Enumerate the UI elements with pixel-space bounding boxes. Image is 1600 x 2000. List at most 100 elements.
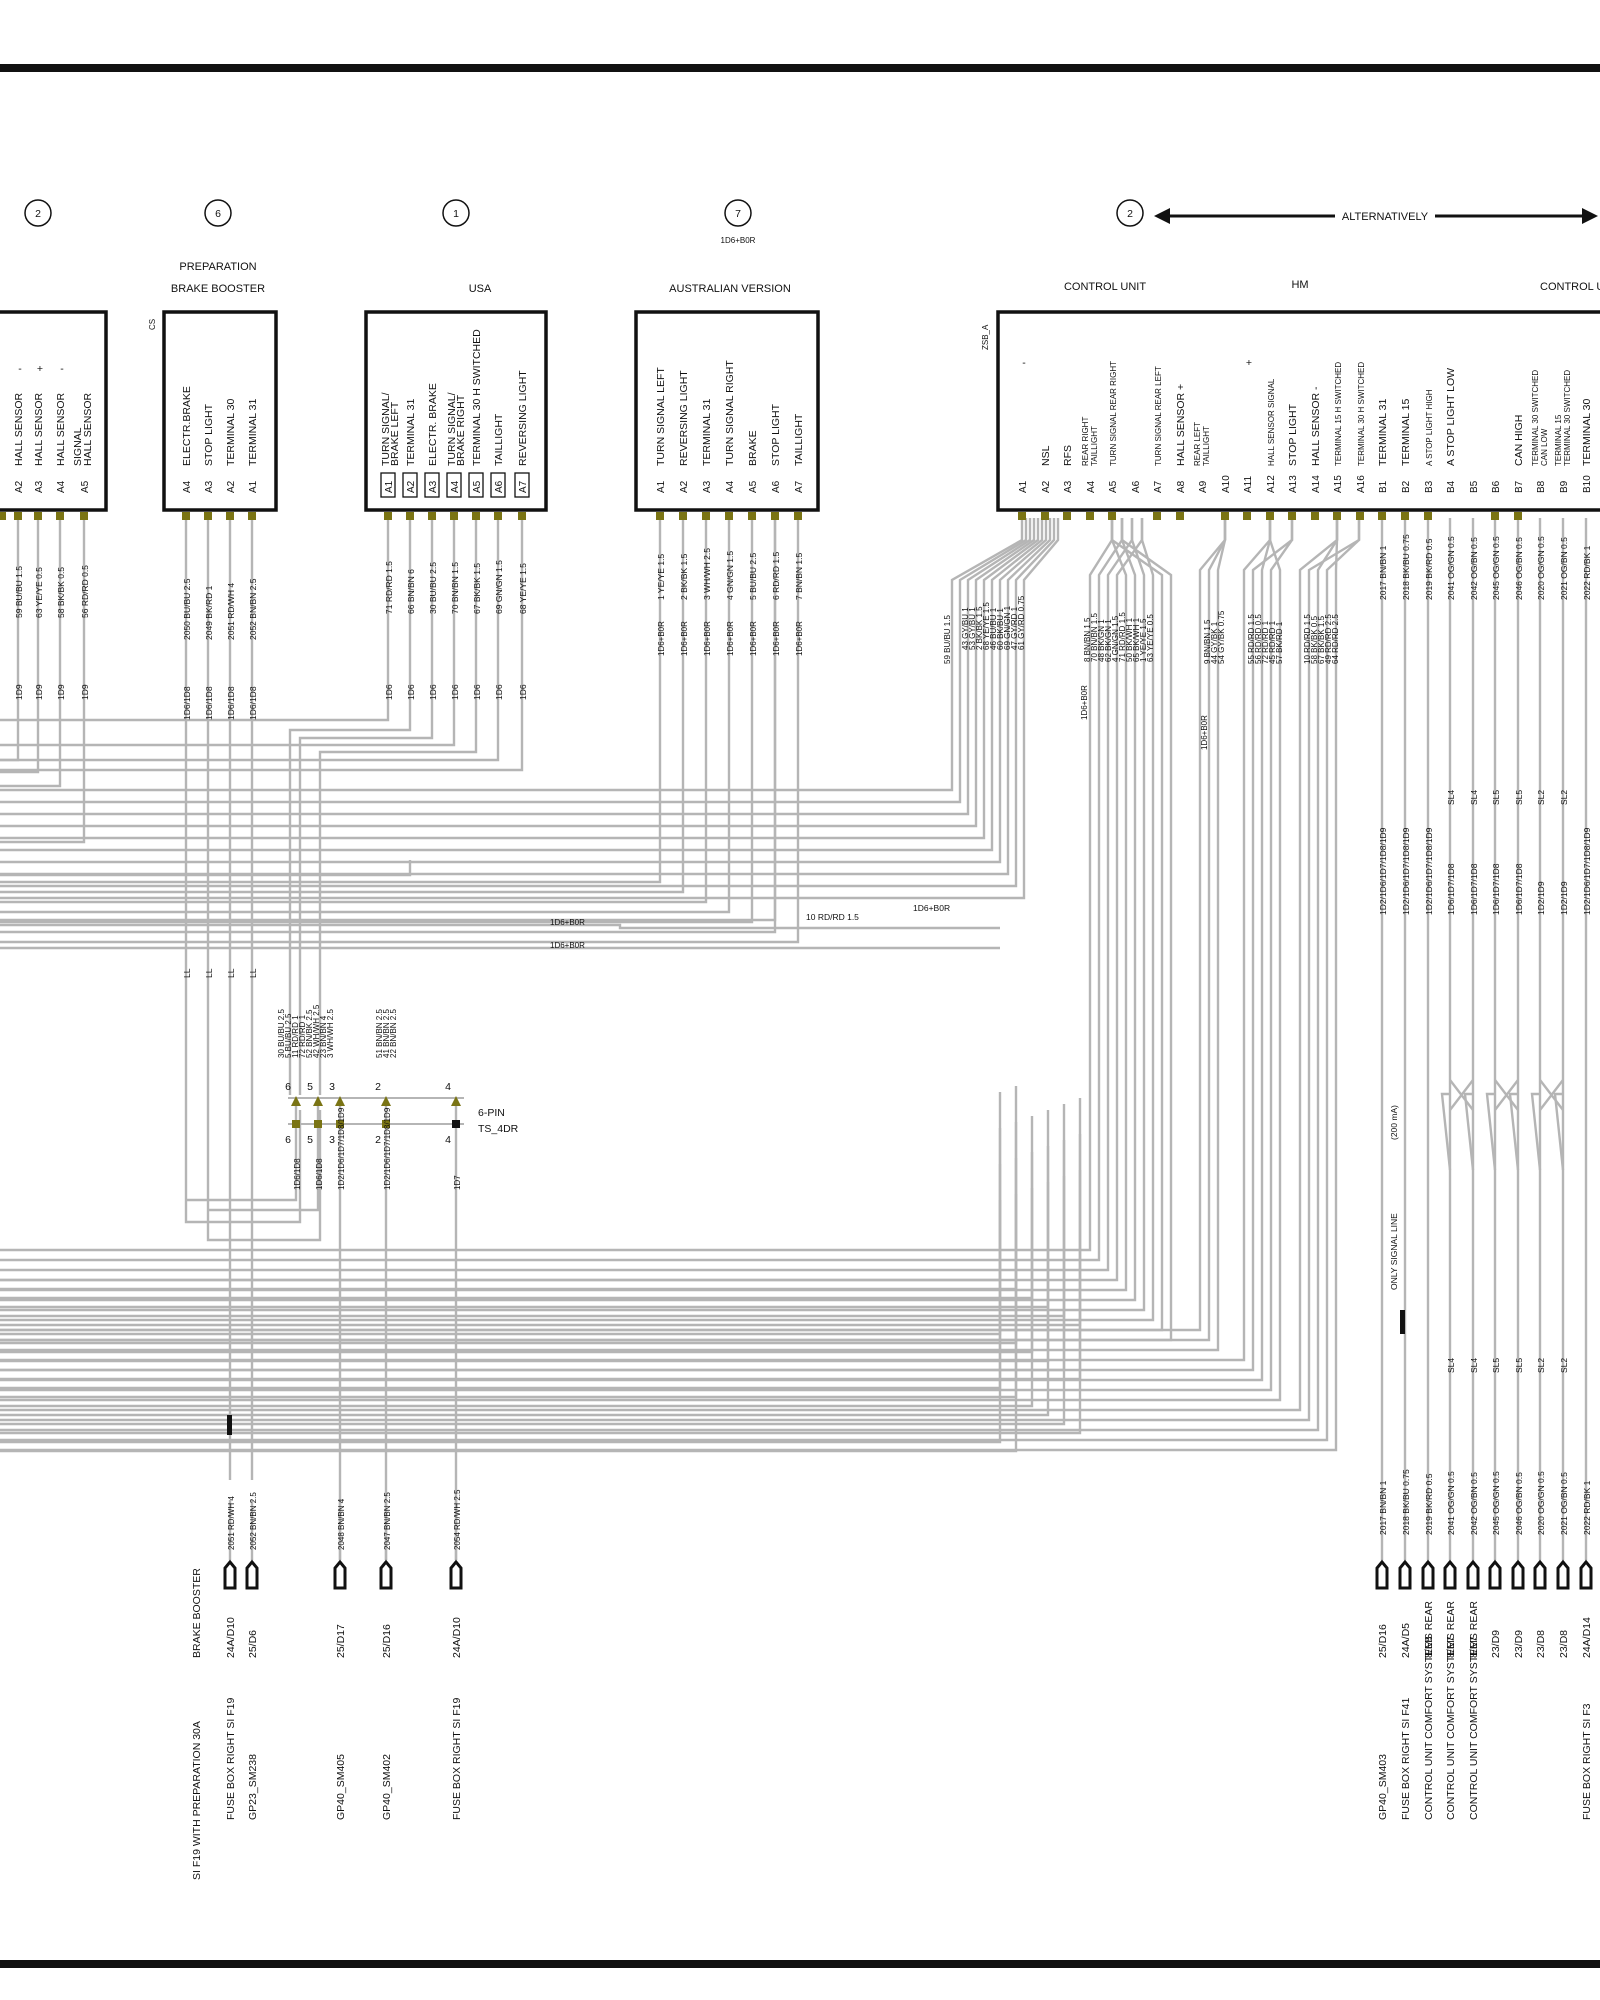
- cu-label: CAN HIGH: [1513, 415, 1525, 466]
- aus-pin-A6: A6: [771, 480, 782, 493]
- cu-pad: [1176, 512, 1184, 520]
- connector-pin-top: [451, 1096, 461, 1106]
- usa-label: TERMINAL 31: [405, 399, 417, 466]
- connector-wire-left: 5 BU/BU 2.5: [284, 1013, 293, 1058]
- sl-lower: SL2: [1559, 1358, 1569, 1373]
- cu-pin-A4: A4: [1086, 480, 1097, 493]
- bottom-right-dest: CONTROL UNIT COMFORT SYSTEMS REAR: [1445, 1601, 1457, 1820]
- usa-pin-A3: A3: [428, 480, 439, 493]
- cu-wire-g1: 43 GY/BU 1: [961, 607, 970, 650]
- wire-bottom-bundle: [0, 1194, 1018, 1291]
- connector-wire-left: 3 WH/WH 2.5: [326, 1009, 335, 1058]
- wire-usa-a7: [0, 518, 524, 772]
- cu-wire-g2: 48 BK/GN 1: [1097, 619, 1106, 662]
- left-wire-label: 56 RD/RD 0.5: [80, 565, 90, 618]
- wire-left-box: [0, 518, 86, 844]
- aus-pin-A2: A2: [679, 480, 690, 493]
- left-pad: [56, 512, 64, 520]
- circle-c-aus: [724, 199, 752, 227]
- brake-wire-code: 1D6/1D8: [226, 686, 236, 720]
- bottom-right-code: 24A/D5: [1400, 1623, 1412, 1658]
- ma-label: (200 mA): [1389, 1105, 1399, 1140]
- bottom-left-terminal: [333, 1559, 347, 1590]
- cu-label: TAILLIGHT: [1202, 426, 1211, 466]
- alternatively-arrow-left: [1154, 208, 1170, 224]
- connector-bot-code: 1D6/1D8: [293, 1158, 302, 1190]
- twist: [1494, 1079, 1519, 1111]
- sl-upper: SL4: [1446, 790, 1456, 805]
- b-wire-top: 2045 OG/GN 0.5: [1491, 536, 1501, 600]
- bottom-left-code: 25/D17: [335, 1624, 347, 1658]
- brake-label: TERMINAL 31: [247, 399, 259, 466]
- usa-pin-frame: [380, 472, 396, 498]
- aus-circle-sub: 1D6+B0R: [721, 236, 756, 245]
- wire-cu-group1: [0, 518, 1052, 876]
- wire-usa-a5: [318, 518, 478, 1095]
- title-brake-booster: BRAKE BOOSTER: [171, 283, 265, 295]
- wire-layer: [0, 518, 1588, 1560]
- title-control-unit: CONTROL UNIT: [1064, 281, 1146, 293]
- brake-wire-code: 1D6/1D8: [182, 686, 192, 720]
- cu-label: HALL SENSOR +: [1175, 384, 1187, 466]
- bottom-left-dest: GP40_SM405: [335, 1754, 347, 1820]
- usa-pad: [494, 512, 502, 520]
- wire-cu-group1: [0, 518, 1024, 792]
- b-wire-code: 1D6/1D7/1D8: [1446, 863, 1456, 915]
- cu-label2: TERMINAL 30 SWITCHED: [1531, 370, 1540, 466]
- usa-pin-frame: [424, 472, 440, 498]
- cu-pin-A15: A15: [1333, 475, 1344, 493]
- usa-wire-code: 1D6: [406, 684, 416, 700]
- side-label-cs: CS: [148, 319, 157, 330]
- cu-pin-A1: A1: [1018, 480, 1029, 493]
- alternatively-arrow-right: [1582, 208, 1598, 224]
- wire-b-cross: [1485, 1092, 1497, 1171]
- wire-cu-group5: [0, 518, 1361, 1442]
- circle-c-brake-num: 6: [215, 208, 221, 220]
- cu-wire-g1: 46 BU/BU 1: [989, 607, 998, 650]
- usa-pin-frame: [490, 472, 506, 498]
- bottom-border-bar: [0, 1960, 1600, 1968]
- circle-c-cu: [1116, 199, 1144, 227]
- cu-wire-g2: 65 BK/WH 1: [1132, 617, 1141, 662]
- wire-cu-group2: [0, 518, 1124, 1262]
- bus1-label: 1D6+B0R: [550, 918, 585, 927]
- aus-wire-label: 5 BU/BU 2.5: [748, 552, 758, 600]
- circle-c-aus-num: 7: [735, 208, 741, 220]
- cu-wire-g1: 2 BK/BK 1.5: [975, 606, 984, 650]
- cu-pin-A8: A8: [1176, 480, 1187, 493]
- connector-wire-left: 42 WH/WH 2.5: [312, 1004, 321, 1058]
- usa-pin-A7: A7: [518, 480, 529, 493]
- cu-wire-g2: 71 RD/RD 1.5: [1118, 612, 1127, 662]
- bottom-right-terminal: [1579, 1559, 1593, 1590]
- aus-pin-A1: A1: [656, 480, 667, 493]
- connector-pin-top: [313, 1096, 323, 1106]
- usa-label: TURN SIGNAL/: [380, 392, 392, 466]
- wire-aus: [0, 518, 754, 924]
- wire-aus: [0, 518, 800, 944]
- cu-pad: [1153, 512, 1161, 520]
- brake-label: STOP LIGHT: [203, 403, 215, 466]
- aus-label: TURN SIGNAL LEFT: [655, 367, 667, 466]
- aus-wire-label: 2 BK/BK 1.5: [679, 553, 689, 600]
- b-wire-bottom: 2045 OG/GN 0.5: [1491, 1471, 1501, 1535]
- cu-wire-g4: 56 RD/RD 0.5: [1254, 614, 1263, 664]
- cu-pin-B9: B9: [1559, 480, 1570, 493]
- cu-wire-g3: 9 BN/BN 1.5: [1203, 619, 1212, 664]
- usa-label2: BRAKE LEFT: [389, 401, 401, 466]
- b-wire-code: 1D2/1D6/1D7/1D8/1D9: [1582, 827, 1592, 915]
- bottom-right-terminal: [1375, 1559, 1389, 1590]
- b-wire-code: 1D2/1D9: [1536, 881, 1546, 915]
- b-wire-top: 2042 OG/BN 0.5: [1469, 537, 1479, 600]
- cu-wire-g5: 64 RD/RD 2.5: [1331, 614, 1340, 664]
- circle-c-left: [24, 199, 52, 227]
- cu-pin-B2: B2: [1401, 480, 1412, 493]
- aus-label: REVERSING LIGHT: [678, 370, 690, 466]
- connector-pin-bottom: [292, 1120, 300, 1128]
- cu-label: TAILLIGHT: [1090, 426, 1099, 466]
- usa-pin-frame: [468, 472, 484, 498]
- connector-bot-num: 3: [329, 1134, 335, 1146]
- cu-wire-g2: 63 YE/YE 0.5: [1146, 614, 1155, 662]
- b-wire-code: 1D2/1D6/1D7/1D8/1D9: [1401, 827, 1411, 915]
- top-border-bar: [0, 64, 1600, 72]
- aus-label: TURN SIGNAL RIGHT: [724, 360, 736, 466]
